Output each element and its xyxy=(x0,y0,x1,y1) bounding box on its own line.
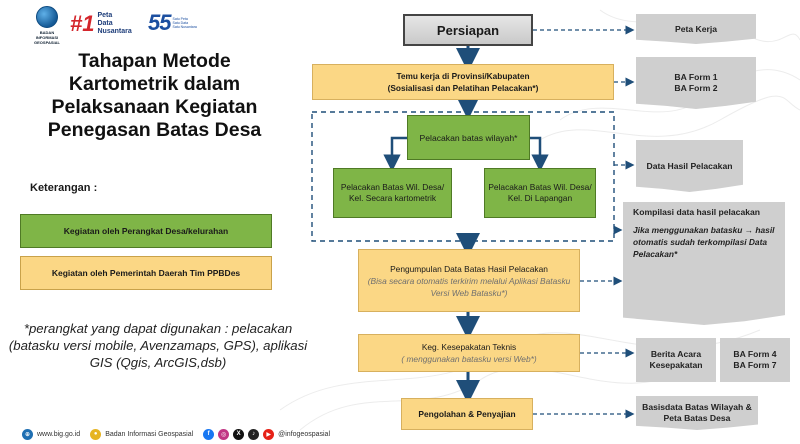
peta-data-nusantara-logo: #1 Peta Data Nusantara xyxy=(70,12,132,36)
kompilasi-line1: Kompilasi data hasil pelacakan xyxy=(633,207,761,217)
output-kompilasi-data: Kompilasi data hasil pelacakan Jika meng… xyxy=(623,202,785,325)
step-pelacakan-lapangan: Pelacakan Batas Wil. Desa/ Kel. Di Lapan… xyxy=(484,168,596,218)
big-logo-text: BADAN INFORMASI GEOSPASIAL xyxy=(34,30,60,45)
kompilasi-line2: Jika menggunakan batasku → hasil otomati… xyxy=(633,225,775,259)
globe-icon: ⊕ xyxy=(22,428,33,440)
step-kesepakatan-teknis: Keg. Kesepakatan Teknis ( menggunakan ba… xyxy=(358,334,580,372)
step-pengumpulan-data: Pengumpulan Data Batas Hasil Pelacakan (… xyxy=(358,249,580,312)
big-logo: BADAN INFORMASI GEOSPASIAL xyxy=(32,6,62,45)
big-logo-icon: ● xyxy=(90,428,102,440)
step-pengolahan-penyajian: Pengolahan & Penyajian xyxy=(401,398,533,430)
youtube-icon[interactable]: ▶ xyxy=(263,428,275,440)
output-ba-form-1-2: BA Form 1 BA Form 2 xyxy=(636,57,756,109)
step-pelacakan-batas-wilayah: Pelacakan batas wilayah* xyxy=(407,115,530,160)
footer-org: Badan Informasi Geospasial xyxy=(105,430,194,438)
temu-kerja-line1: Temu kerja di Provinsi/Kabupaten xyxy=(396,71,530,81)
step-pelacakan-kartometrik: Pelacakan Batas Wil. Desa/ Kel. Secara k… xyxy=(333,168,452,218)
anniversary-logo: 55 Satu Peta Satu Data Satu Nusantara xyxy=(148,10,197,36)
page-title: Tahapan Metode Kartometrik dalam Pelaksa… xyxy=(47,50,262,141)
anniversary-text: Satu Peta Satu Data Satu Nusantara xyxy=(172,17,197,29)
tiktok-icon[interactable]: ♪ xyxy=(248,428,260,440)
pdn-text: Peta Data Nusantara xyxy=(97,12,132,35)
pengumpulan-subtitle: (Bisa secara otomatis terkirim melalui A… xyxy=(367,275,571,298)
anniversary-number: 55 xyxy=(148,10,172,35)
device-note: *perangkat yang dapat digunakan : pelaca… xyxy=(8,321,308,370)
legend-green-box: Kegiatan oleh Perangkat Desa/kelurahan xyxy=(20,214,272,248)
ba-form-1: BA Form 1 xyxy=(674,72,718,82)
step-persiapan: Persiapan xyxy=(403,14,533,46)
globe-icon xyxy=(36,6,58,28)
temu-kerja-line2: (Sosialisasi dan Pelatihan Pelacakan*) xyxy=(387,83,539,93)
instagram-icon[interactable]: ◎ xyxy=(218,428,230,440)
output-data-hasil-pelacakan: Data Hasil Pelacakan xyxy=(636,140,743,192)
kesepakatan-title: Keg. Kesepakatan Teknis xyxy=(421,342,517,352)
output-ba-form-4-7: BA Form 4 BA Form 7 xyxy=(720,338,790,382)
pdn-number: #1 xyxy=(70,11,95,36)
footer-handle[interactable]: @infogeospasial xyxy=(278,430,331,438)
output-berita-acara: Berita Acara Kesepakatan xyxy=(636,338,716,382)
output-basisdata: Basisdata Batas Wilayah & Peta Batas Des… xyxy=(636,396,758,430)
footer-website[interactable]: www.big.go.id xyxy=(37,430,81,438)
kesepakatan-subtitle: ( menggunakan batasku versi Web*) xyxy=(401,354,537,364)
legend-yellow-box: Kegiatan oleh Pemerintah Daerah Tim PPBD… xyxy=(20,256,272,290)
output-peta-kerja: Peta Kerja xyxy=(636,14,756,44)
footer: ⊕ www.big.go.id ● Badan Informasi Geospa… xyxy=(22,426,330,442)
ba-form-7: BA Form 7 xyxy=(733,360,777,370)
facebook-icon[interactable]: f xyxy=(203,428,215,440)
legend-heading: Keterangan : xyxy=(30,182,98,194)
ba-form-2: BA Form 2 xyxy=(674,83,718,93)
x-icon[interactable]: X xyxy=(233,428,245,440)
step-temu-kerja: Temu kerja di Provinsi/Kabupaten (Sosial… xyxy=(312,64,614,100)
ba-form-4: BA Form 4 xyxy=(733,349,777,359)
pengumpulan-title: Pengumpulan Data Batas Hasil Pelacakan xyxy=(390,263,548,274)
